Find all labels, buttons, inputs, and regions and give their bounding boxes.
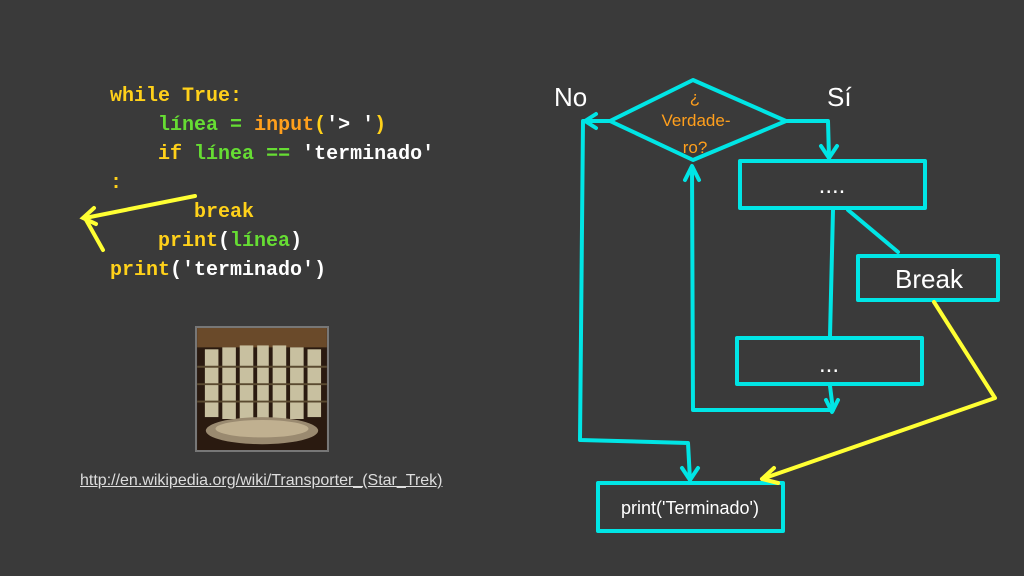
code-line-6: print(línea)	[158, 230, 302, 253]
label-no: No	[554, 82, 587, 112]
end-arrowhead	[680, 466, 700, 482]
variable-linea: línea	[194, 143, 255, 166]
decision-label: ¿ Verdade- ro?	[662, 88, 731, 157]
keyword-while: while	[110, 85, 171, 108]
keyword-break: break	[194, 201, 255, 224]
label-si: Sí	[827, 82, 852, 112]
code-line-2: línea = input('> ')	[158, 114, 386, 137]
variable-linea: línea	[158, 114, 219, 137]
loop-back-line	[690, 165, 835, 412]
no-arrowhead	[583, 112, 598, 130]
decision-line-1: ¿	[690, 88, 700, 107]
keyword-if: if	[158, 143, 183, 166]
variable-linea: línea	[230, 230, 291, 253]
paren-close: )	[374, 114, 387, 137]
colon: :	[230, 85, 243, 108]
function-print: print	[158, 230, 219, 253]
yes-branch-line	[784, 119, 831, 160]
decision-line-3: ro?	[683, 138, 708, 157]
box2-down-arrowhead	[824, 398, 840, 414]
process-box-1-label: ....	[819, 172, 846, 199]
code-line-1: while True:	[110, 85, 242, 108]
break-label: Break	[895, 264, 964, 294]
colon: :	[110, 172, 123, 195]
operator-equals: ==	[266, 143, 291, 166]
no-branch-line	[578, 119, 692, 482]
box1-to-box2-line	[828, 208, 835, 338]
code-block: while True: línea = input('> ') if línea…	[110, 82, 434, 285]
function-input: input	[254, 114, 315, 137]
operator-assign: =	[230, 114, 243, 137]
paren-close: )	[290, 230, 303, 253]
paren-open: (	[218, 230, 231, 253]
end-box-label: print('Terminado')	[621, 498, 759, 518]
code-line-7: print('terminado')	[110, 259, 326, 282]
string-prompt: '> '	[326, 114, 375, 137]
paren-open: (	[314, 114, 327, 137]
code-line-3: if línea == 'terminado'	[158, 143, 434, 166]
box1-to-break-line	[846, 208, 900, 254]
break-box	[856, 254, 1000, 302]
process-box-2-label: ...	[819, 351, 839, 378]
process-box-2	[735, 336, 924, 386]
function-print: print	[110, 259, 171, 282]
yes-arrowhead	[819, 144, 839, 160]
string-terminado: 'terminado'	[182, 259, 315, 282]
paren-close: )	[314, 259, 327, 282]
keyword-true: True	[182, 85, 231, 108]
break-arrow	[760, 300, 997, 485]
end-box	[596, 481, 785, 533]
code-line-4: :	[110, 172, 122, 195]
wikipedia-link[interactable]: http://en.wikipedia.org/wiki/Transporter…	[80, 472, 443, 489]
code-arrow	[79, 194, 197, 252]
string-terminado: 'terminado'	[302, 143, 435, 166]
transporter-room-photo	[195, 326, 329, 452]
loop-arrowhead	[683, 164, 701, 182]
process-box-1	[738, 159, 927, 210]
decision-line-2: Verdade-	[662, 111, 731, 130]
paren-open: (	[170, 259, 183, 282]
decision-diamond	[608, 78, 788, 162]
code-line-5: break	[194, 201, 254, 224]
